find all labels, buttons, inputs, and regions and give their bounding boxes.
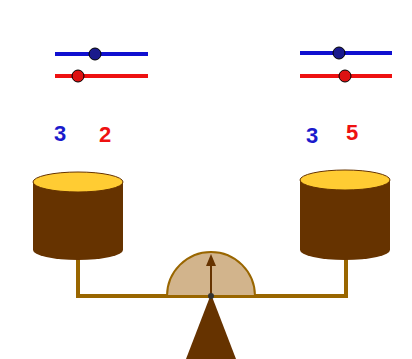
beam xyxy=(76,294,348,298)
left-pan-body xyxy=(33,182,123,260)
right-pan-body xyxy=(300,180,390,260)
pan-value: 3 xyxy=(306,125,318,147)
fulcrum xyxy=(186,294,236,359)
blue-slider-track xyxy=(300,51,392,55)
blue-slider-knob xyxy=(89,48,101,60)
pivot xyxy=(208,293,214,299)
pan-value: 3 xyxy=(54,123,66,145)
pointer xyxy=(210,262,212,296)
pointer-head xyxy=(206,254,216,266)
red-slider-knob xyxy=(72,70,84,82)
right-pan-top xyxy=(300,170,390,190)
red-slider-knob xyxy=(339,70,351,82)
blue-slider-knob xyxy=(333,47,345,59)
red-slider-track xyxy=(55,74,148,78)
pan-value: 5 xyxy=(346,122,358,144)
left-pan-top xyxy=(33,172,123,192)
pan-value: 2 xyxy=(99,124,111,146)
dial xyxy=(167,252,255,296)
